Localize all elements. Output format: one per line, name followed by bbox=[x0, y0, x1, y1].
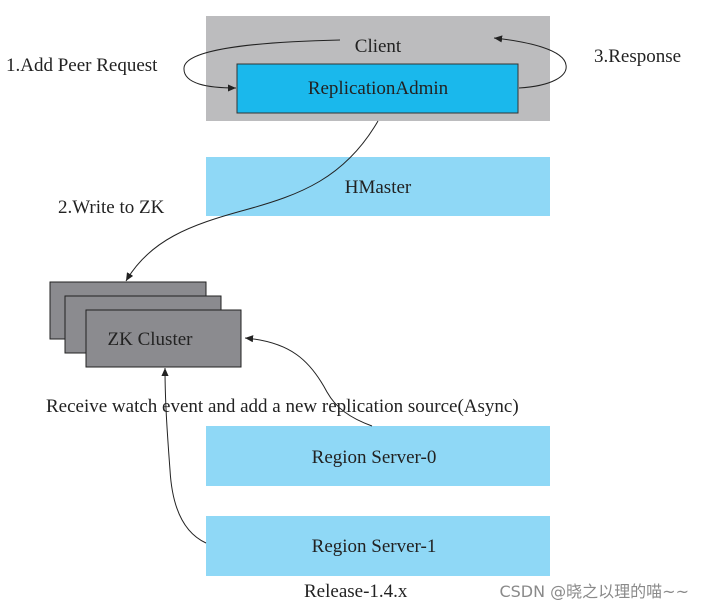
add-peer-arrow bbox=[183, 39, 341, 92]
client-label: Client bbox=[355, 36, 402, 57]
rs1-watch-arrow bbox=[161, 367, 207, 544]
zk-cluster-label: ZK Cluster bbox=[108, 329, 194, 350]
rs0-watch-arrow bbox=[244, 335, 373, 427]
region-server-1-label: Region Server-1 bbox=[312, 536, 437, 557]
region-server-0-label: Region Server-0 bbox=[312, 447, 437, 468]
step-write-zk-label: 2.Write to ZK bbox=[58, 197, 165, 218]
response-arrow bbox=[493, 35, 567, 89]
watch-event-label: Receive watch event and add a new replic… bbox=[46, 396, 519, 417]
step-add-peer-label: 1.Add Peer Request bbox=[6, 55, 158, 76]
watermark: CSDN @晓之以理的喵~~ bbox=[499, 582, 689, 601]
region-server-0-box bbox=[206, 426, 550, 486]
hmaster-box bbox=[206, 157, 550, 216]
region-server-1-box bbox=[206, 516, 550, 576]
release-label: Release-1.4.x bbox=[304, 581, 408, 602]
zk-cluster-box bbox=[85, 309, 242, 368]
replication-admin-label: ReplicationAdmin bbox=[308, 78, 449, 99]
step-response-label: 3.Response bbox=[594, 46, 681, 67]
hmaster-label: HMaster bbox=[345, 177, 412, 198]
write-zk-arrow bbox=[125, 120, 379, 282]
replication-admin-box bbox=[236, 63, 519, 114]
